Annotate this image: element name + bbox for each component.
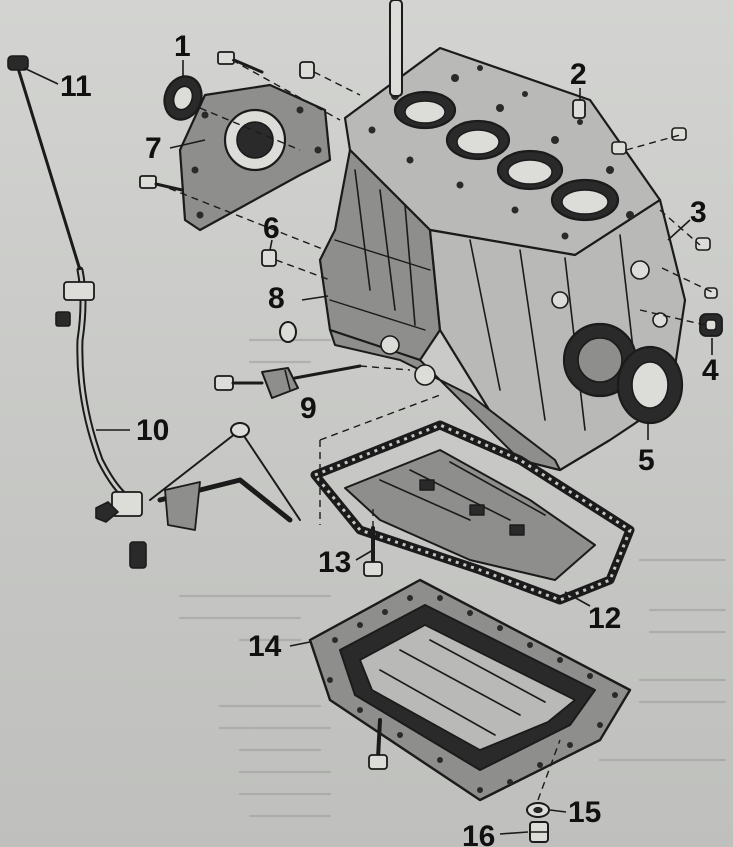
callout-12: 12 [588, 602, 621, 635]
callout-16: 16 [462, 820, 495, 847]
callout-6: 6 [263, 212, 280, 245]
callout-8: 8 [268, 282, 285, 315]
callout-2: 2 [570, 58, 587, 91]
plug-cap [699, 313, 723, 337]
oil-nozzle-assembly [214, 321, 362, 399]
callout-7: 7 [145, 132, 162, 165]
callout-15: 15 [568, 796, 601, 829]
oil-dipstick [7, 55, 82, 272]
callout-labels: 1 2 3 4 5 6 7 8 9 10 11 12 13 14 15 16 [60, 30, 719, 847]
drain-plug [529, 821, 549, 843]
dipstick-guide-tube [55, 266, 147, 569]
drain-plug-washer [526, 802, 550, 818]
oil-pickup-tube [149, 422, 301, 531]
oil-pan [308, 578, 632, 802]
assembly-guide-lines [157, 59, 713, 801]
callout-10: 10 [136, 414, 169, 447]
rear-seal-housing-cover [178, 83, 332, 232]
callout-5: 5 [638, 444, 655, 477]
rear-crankshaft-oil-seal [163, 75, 203, 121]
oil-pan-gasket [310, 420, 635, 605]
callout-14: 14 [248, 630, 282, 663]
dowel-sleeves [261, 61, 586, 267]
cylinder-head-stud [389, 0, 403, 97]
callout-3: 3 [690, 196, 707, 229]
callout-13: 13 [318, 546, 351, 579]
oil-baffle-plate [344, 449, 596, 581]
front-crankshaft-oil-seal [616, 345, 684, 425]
callout-9: 9 [300, 392, 317, 425]
callout-4: 4 [702, 354, 719, 387]
callout-11: 11 [60, 70, 92, 103]
callout-leaders [23, 60, 713, 835]
background-text-lines [178, 338, 727, 818]
callout-1: 1 [174, 30, 191, 63]
